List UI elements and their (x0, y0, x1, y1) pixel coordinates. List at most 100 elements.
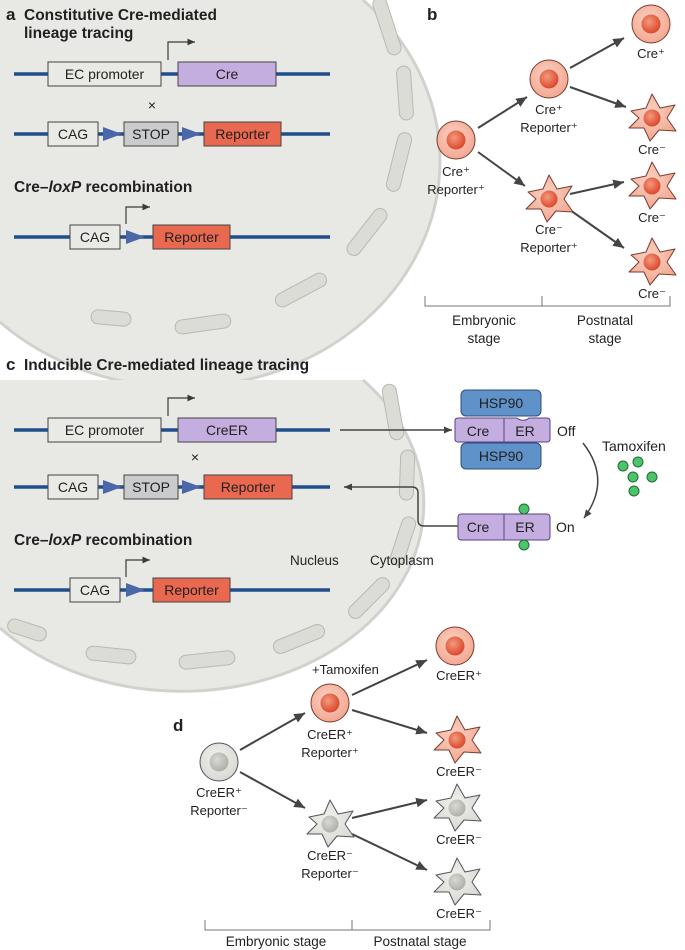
cell-label: CreER⁻ (436, 832, 482, 847)
on-label: On (556, 519, 575, 535)
cell-label: CreER⁺ (436, 668, 482, 683)
cag-label: CAG (58, 126, 88, 142)
activation-arrow (582, 442, 599, 519)
hsp90-label: HSP90 (479, 448, 524, 464)
stage-bracket (204, 920, 491, 931)
cell-label: Cre⁻ (535, 222, 563, 237)
creer-box (177, 417, 277, 443)
daughter-cell (433, 783, 482, 832)
er-domain-label: ER (515, 519, 534, 535)
cell-label: Reporter⁺ (520, 120, 577, 135)
ec-promoter-label: EC promoter (65, 422, 145, 438)
lineage-arrow (569, 179, 625, 195)
lineage-arrow (477, 151, 526, 187)
construct-cag-stop-reporter: CAG STOP Reporter (14, 474, 330, 500)
cell-label: Cre⁻ (638, 286, 666, 301)
lineage-arrow (239, 771, 306, 809)
cell-label: Cre⁻ (638, 142, 666, 157)
construct-ec-creer: EC promoter CreER (14, 394, 330, 443)
panel-c-title: Inducible Cre-mediated lineage tracing (24, 357, 309, 374)
cell-label: CreER⁻ (307, 848, 353, 863)
cag-label: CAG (80, 582, 110, 598)
panel-b: b Cre⁺ Reporter⁺ Cre⁺ Reporter⁺ Cre⁻ Rep… (424, 4, 677, 346)
reporter-label: Reporter (164, 582, 219, 598)
creer-label: CreER (206, 422, 248, 438)
reporter-box (203, 474, 293, 500)
construct-recombined: CAG Reporter (14, 203, 330, 250)
panel-b-letter: b (427, 5, 437, 24)
stage-bracket (424, 296, 671, 307)
recombination-heading: Cre–loxP recombination (14, 532, 192, 549)
nucleus-c (0, 378, 426, 693)
lineage-arrow (239, 712, 306, 751)
cross-symbol: × (148, 97, 156, 113)
tamoxifen-label: Tamoxifen (602, 438, 666, 454)
daughter-cell (631, 4, 671, 44)
daughter-cell (435, 626, 475, 666)
cre-label: Cre (216, 66, 239, 82)
transcription-start-arrow (167, 38, 195, 60)
lineage-arrow (477, 96, 528, 129)
loxp-site (103, 480, 122, 494)
panel-d: d CreER⁺ Reporter⁻ +Tamoxifen CreER⁺ Rep… (173, 626, 491, 949)
tamoxifen-cluster (617, 456, 658, 497)
lineage-arrow (351, 797, 428, 819)
cag-label: CAG (58, 479, 88, 495)
construct-recombined: CAG Reporter (14, 556, 330, 603)
construct-ec-cre: EC promoter Cre (14, 38, 330, 87)
panel-a-title-line2: lineage tracing (24, 25, 133, 42)
reporter-box (152, 224, 231, 250)
ec-promoter-box (47, 61, 162, 87)
stage-label-postnatal: Postnatal (577, 313, 633, 328)
progenitor-cell (436, 120, 476, 160)
lineage-arrow (351, 833, 428, 871)
cytoplasm-label: Cytoplasm (370, 553, 434, 568)
nuclear-import-arrow (344, 483, 458, 527)
cell-label: Reporter⁻ (301, 866, 358, 881)
lineage-arrow (569, 209, 625, 249)
reporter-label: Reporter (215, 126, 270, 142)
cre-negative-cell (525, 174, 574, 223)
nucleus-label: Nucleus (290, 553, 339, 568)
cell-label: Reporter⁺ (427, 182, 484, 197)
progenitor-cell (199, 742, 239, 782)
lineage-arrow (351, 659, 428, 696)
cell-label: Cre⁺ (637, 46, 665, 61)
creer-hsp90-complex: HSP90 HSP90 Cre ER (454, 389, 551, 470)
tamoxifen-molecule (518, 503, 530, 515)
ec-promoter-label: EC promoter (65, 66, 145, 82)
creer-protein-off (454, 417, 551, 443)
ec-promoter-box (47, 417, 162, 443)
transcription-start-arrow (125, 203, 150, 224)
stage-label-postnatal: stage (588, 331, 621, 346)
creer-active-complex: Cre ER (457, 503, 551, 551)
lineage-arrow (351, 709, 428, 735)
recombination-heading: Cre–loxP recombination (14, 179, 192, 196)
hsp90-bottom (460, 442, 542, 470)
stop-label: STOP (132, 126, 170, 142)
daughter-cell (628, 237, 677, 286)
cell-label: Reporter⁻ (190, 803, 247, 818)
plus-tamoxifen-label: +Tamoxifen (312, 662, 379, 677)
cell-label: Reporter⁺ (301, 745, 358, 760)
off-label: Off (557, 423, 576, 439)
reporter-box (203, 121, 282, 147)
cell-label: CreER⁺ (307, 727, 353, 742)
cag-box (69, 224, 121, 250)
transcription-start-arrow (125, 556, 150, 577)
reporter-box (152, 577, 231, 603)
tamoxifen-molecule (518, 539, 530, 551)
er-domain-label: ER (515, 423, 534, 439)
panel-a-title-line1: Constitutive Cre-mediated (24, 7, 217, 24)
daughter-cell (433, 857, 482, 906)
cell-label: Cre⁻ (638, 210, 666, 225)
hsp90-top (460, 389, 542, 417)
cag-box (47, 121, 99, 147)
daughter-cell (433, 715, 482, 764)
cell-label: Cre⁺ (535, 102, 563, 117)
construct-cag-stop-reporter: CAG STOP Reporter (14, 121, 330, 147)
labelled-cell (310, 683, 350, 723)
lineage-arrow (569, 86, 627, 108)
hsp90-label: HSP90 (479, 395, 524, 411)
